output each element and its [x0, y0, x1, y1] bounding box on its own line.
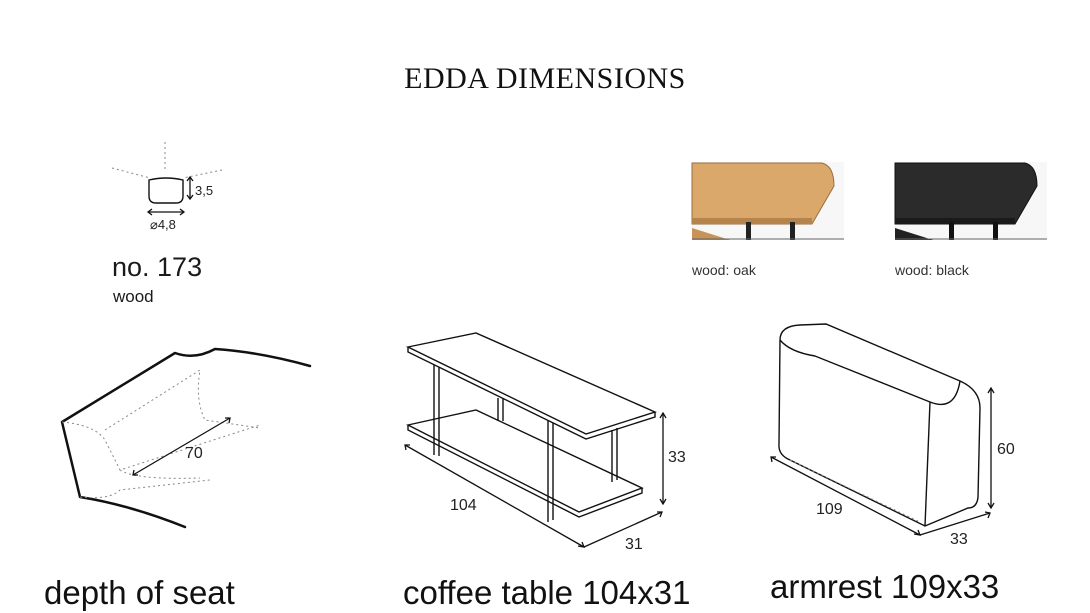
- swatch-label-black: wood: black: [895, 262, 969, 278]
- leg-diameter-label: ⌀4,8: [150, 217, 176, 232]
- caption-depth-of-seat: depth of seat: [44, 574, 235, 611]
- page-title: EDDA DIMENSIONS: [404, 62, 686, 95]
- model-material: wood: [113, 287, 154, 306]
- armrest-height-label: 60: [997, 441, 1015, 458]
- swatch-label-oak: wood: oak: [692, 262, 756, 278]
- caption-armrest: armrest 109x33: [770, 568, 1000, 605]
- coffee-table-length-label: 104: [450, 497, 477, 514]
- coffee-table-height-label: 33: [668, 449, 686, 466]
- leg-height-label: 3,5: [195, 183, 214, 198]
- seat-depth-label: 70: [185, 445, 203, 462]
- armrest-length-label: 109: [816, 501, 843, 518]
- caption-coffee-table: coffee table 104x31: [403, 574, 691, 611]
- model-number: no. 173: [112, 252, 203, 282]
- armrest-depth-label: 33: [950, 531, 968, 548]
- coffee-table-depth-label: 31: [625, 536, 643, 553]
- leg-shape: [148, 177, 184, 204]
